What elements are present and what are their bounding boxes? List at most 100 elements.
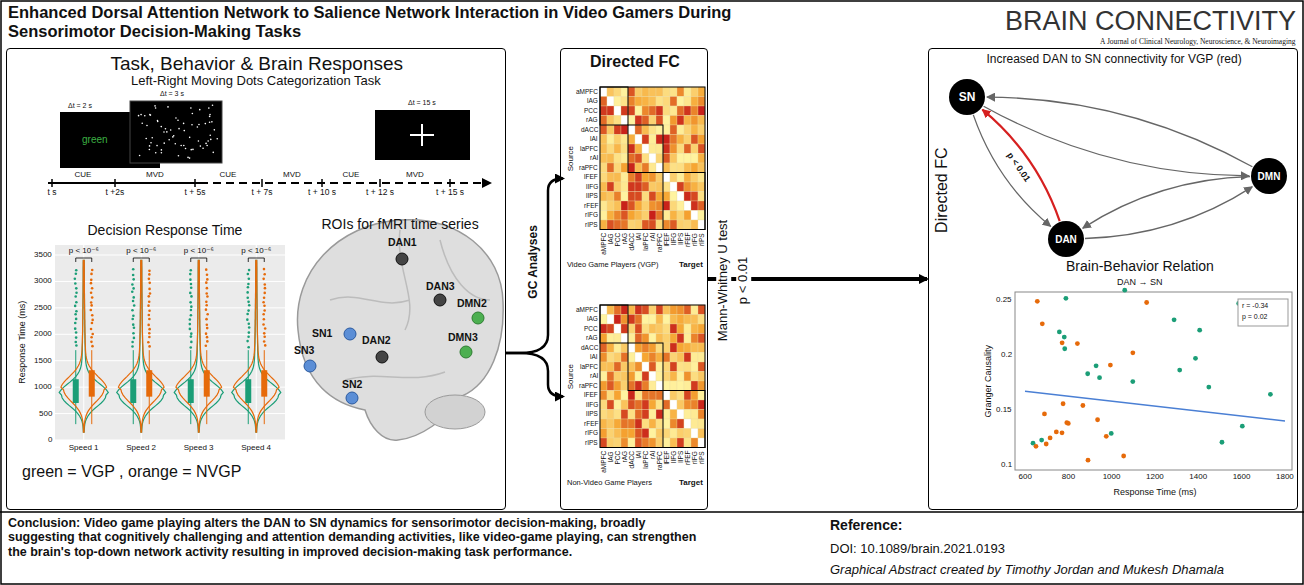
dot: [144, 115, 146, 117]
data-point: [1063, 296, 1068, 301]
roi-label: DAN1: [388, 236, 417, 248]
violin: [117, 260, 166, 432]
matrix-cell: [600, 97, 607, 107]
matrix-cell: [684, 182, 691, 192]
time-label: t + 5s: [185, 188, 206, 198]
data-point: [1097, 375, 1102, 380]
data-point: [1062, 335, 1067, 340]
outlier: [205, 332, 208, 335]
outlier: [190, 305, 193, 308]
panel: Directed FCVideo Game Players (VGP)Sourc…: [560, 48, 708, 510]
matrix-cell: [663, 135, 670, 145]
outlier: [90, 304, 93, 307]
data-point: [1040, 321, 1045, 326]
outlier: [148, 336, 151, 339]
matrix-cell: [614, 125, 621, 135]
matrix-cell: [607, 116, 614, 126]
matrix-cell: [663, 438, 670, 448]
matrix-cell: [635, 106, 642, 116]
outlier: [206, 274, 209, 277]
matrix-cell: [621, 106, 628, 116]
matrix-cell: [677, 144, 684, 154]
outlier: [246, 340, 249, 343]
matrix-cell: [670, 343, 677, 353]
box: [146, 370, 152, 396]
dot: [192, 113, 194, 115]
outlier: [148, 301, 151, 304]
tick-label: 0.25: [996, 295, 1012, 304]
matrix-cell: [621, 410, 628, 420]
matrix-cell: [691, 144, 698, 154]
data-point: [1108, 363, 1113, 368]
matrix-cell: [642, 410, 649, 420]
journal-subtitle: A Journal of Clinical Neurology, Neurosc…: [1100, 38, 1296, 47]
matrix-cell: [670, 334, 677, 344]
column-label: PCC: [614, 233, 621, 247]
roi-label: SN3: [294, 344, 314, 356]
tick: [321, 179, 323, 187]
dot: [177, 119, 179, 121]
roi-label: SN1: [312, 327, 332, 339]
matrix-cell: [635, 429, 642, 439]
outlier: [262, 313, 265, 316]
matrix-cell: [649, 334, 656, 344]
roi-label: DAN2: [362, 334, 391, 346]
axis-title: Source: [566, 364, 575, 389]
matrix-cell: [614, 144, 621, 154]
dot: [168, 139, 170, 141]
p-value: p < 10⁻⁶: [126, 246, 156, 255]
outlier: [247, 322, 250, 325]
matrix-cell: [670, 182, 677, 192]
roi-label: DMN2: [457, 297, 487, 309]
outlier: [90, 273, 93, 276]
matrix-cell: [635, 305, 642, 315]
matrix-cell: [684, 353, 691, 363]
data-point: [1172, 317, 1177, 322]
dot: [191, 124, 193, 126]
row-label: rAI: [590, 372, 598, 379]
tick-label: 0.1: [1001, 460, 1012, 469]
data-point: [1177, 368, 1182, 373]
dot: [198, 140, 200, 142]
matrix: Non-Video Game PlayersSourceTargetaMPFCa…: [564, 299, 706, 494]
matrix-cell: [698, 391, 705, 401]
outlier: [247, 273, 250, 276]
roi-dot: [434, 294, 446, 306]
matrix-cell: [607, 135, 614, 145]
tick-label: 3500: [34, 250, 52, 259]
column-label: rIFG: [691, 233, 698, 246]
matrix-cell: [621, 391, 628, 401]
matrix-cell: [691, 211, 698, 221]
matrix-cell: [628, 410, 635, 420]
violin: [59, 260, 108, 432]
matrix-cell: [670, 391, 677, 401]
tick: [114, 179, 116, 187]
outlier: [75, 318, 78, 321]
column-label: laPFC: [642, 233, 649, 251]
dot: [140, 114, 142, 116]
matrix-cell: [691, 201, 698, 211]
matrix-cell: [649, 305, 656, 315]
matrix-cell: [600, 144, 607, 154]
matrix-cell: [698, 97, 705, 107]
dot: [149, 149, 151, 151]
outlier: [189, 318, 192, 321]
matrix-cell: [642, 400, 649, 410]
event-label: MVD: [406, 170, 424, 179]
dot: [189, 157, 191, 159]
column-label: raPFC: [656, 233, 663, 252]
matrix-cell: [635, 353, 642, 363]
connector: [982, 110, 1059, 221]
violin-plot: [55, 245, 285, 440]
time-label: t + 7s: [252, 188, 273, 198]
matrix-cell: [656, 410, 663, 420]
matrix-cell: [614, 391, 621, 401]
matrix-cell: [691, 429, 698, 439]
matrix-cell: [600, 125, 607, 135]
matrix-cell: [649, 125, 656, 135]
matrix-cell: [684, 144, 691, 154]
data-point: [1094, 363, 1099, 368]
matrix-cell: [677, 211, 684, 221]
dot: [211, 121, 213, 123]
matrix-cell: [684, 201, 691, 211]
